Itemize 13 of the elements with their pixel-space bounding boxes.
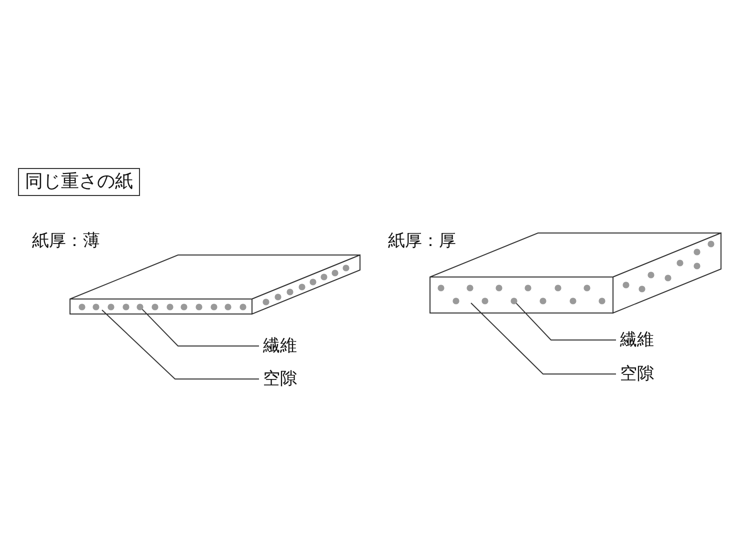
leader-line (102, 310, 260, 380)
part-label: 空隙 (620, 364, 654, 384)
leader-line (516, 302, 616, 340)
paper-slab-drawing (430, 232, 722, 314)
part-label: 空隙 (263, 369, 297, 389)
part-label: 繊維 (263, 336, 297, 356)
caption-label: 紙厚：薄 (32, 231, 100, 251)
paper-slab-drawing (70, 254, 360, 315)
fiber-dot (136, 304, 144, 310)
fiber-dot (510, 298, 518, 304)
caption-label: 紙厚：厚 (388, 231, 456, 251)
heading-box: 同じ重さの紙 (18, 168, 140, 196)
part-label: 繊維 (620, 330, 654, 350)
